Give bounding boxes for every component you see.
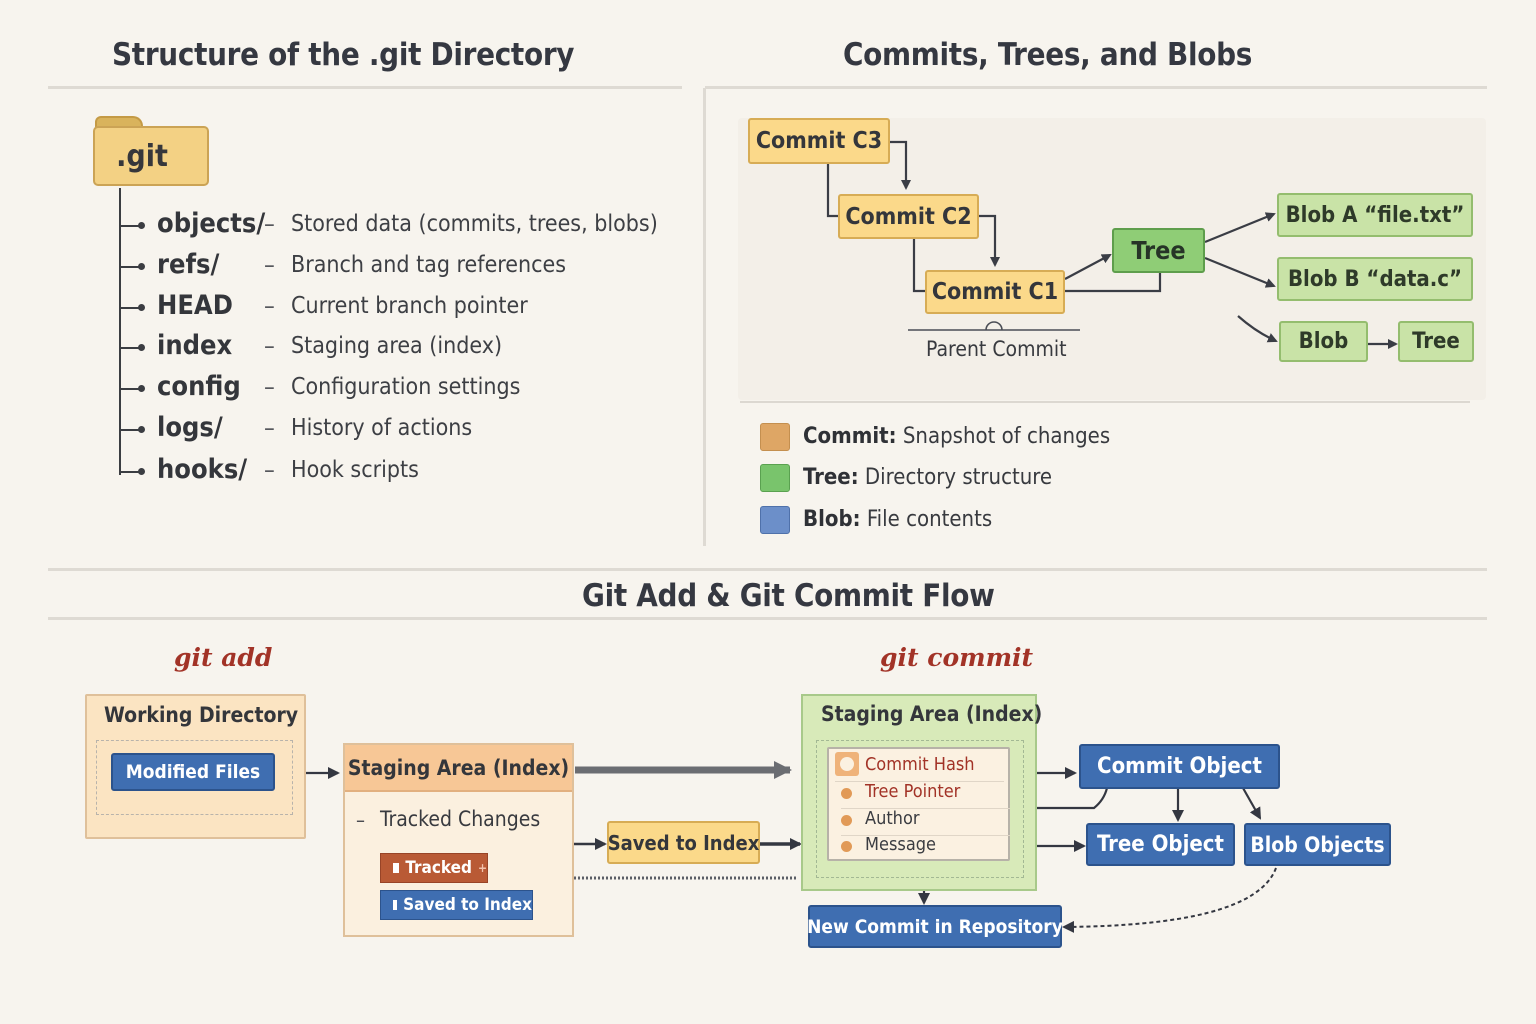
working-directory-title: Working Directory bbox=[104, 703, 299, 727]
git-folder-icon: .git bbox=[93, 116, 209, 186]
tree-entry-name: index bbox=[157, 330, 233, 361]
tree-entry-name: config bbox=[157, 371, 241, 402]
commit-c2-box: Commit C2 bbox=[838, 194, 979, 239]
objects-title: Commits, Trees, and Blobs bbox=[843, 37, 1253, 73]
staging-area-right-title: Staging Area (Index) bbox=[821, 702, 1043, 726]
working-directory-dashed bbox=[96, 740, 293, 815]
tree-box: Tree bbox=[1112, 228, 1205, 273]
commit-object-box: Commit Object bbox=[1079, 744, 1280, 789]
tree-entry-desc: Configuration settings bbox=[291, 374, 521, 400]
tree-entry-desc: Current branch pointer bbox=[291, 293, 528, 319]
hash-inner-icon bbox=[840, 757, 854, 771]
blob-swatch bbox=[760, 506, 790, 534]
tree-entry-name: logs/ bbox=[157, 412, 223, 443]
tree-trunk bbox=[119, 188, 121, 475]
commit-swatch bbox=[760, 423, 790, 451]
tracked-tag: Tracked+ bbox=[380, 853, 488, 883]
commit-details-card: Commit Hash Tree Pointer Author Message bbox=[827, 747, 1010, 861]
tree-entry-desc: Stored data (commits, trees, blobs) bbox=[291, 211, 658, 237]
tree-entry-desc: Branch and tag references bbox=[291, 252, 567, 278]
author-row: Author bbox=[841, 808, 1010, 836]
flow-top-divider bbox=[48, 568, 1487, 571]
message-row: Message bbox=[841, 834, 1010, 861]
saved-to-index-box: Saved to Index bbox=[607, 821, 760, 864]
objects-connectors bbox=[740, 140, 1470, 403]
saved-tag: Saved to Index bbox=[380, 890, 533, 920]
square-icon bbox=[393, 900, 398, 910]
flow-title-divider bbox=[48, 617, 1487, 620]
vertical-divider bbox=[703, 88, 706, 546]
tree-entry-desc: History of actions bbox=[291, 415, 473, 441]
blob-a-box: Blob A “file.txt” bbox=[1277, 193, 1473, 237]
tree-object-box: Tree Object bbox=[1086, 823, 1235, 866]
bullet-icon bbox=[841, 841, 852, 852]
top-right-divider bbox=[705, 86, 1487, 89]
tree-entry-desc: Hook scripts bbox=[291, 457, 419, 483]
new-commit-box: New Commit in Repository bbox=[807, 905, 1063, 948]
commit-hash-row: Commit Hash bbox=[835, 752, 1004, 782]
git-dir-title: Structure of the .git Directory bbox=[112, 37, 575, 73]
legend-blob: Blob: File contents bbox=[803, 507, 993, 532]
blob-objects-box: Blob Objects bbox=[1244, 823, 1391, 866]
blob-box: Blob bbox=[1279, 321, 1368, 362]
commit-c3-box: Commit C3 bbox=[748, 118, 890, 164]
tree-pointer-row: Tree Pointer bbox=[841, 781, 1010, 809]
blob-b-box: Blob B “data.c” bbox=[1277, 257, 1473, 301]
top-left-divider bbox=[48, 86, 682, 89]
tree-entry-name: hooks/ bbox=[157, 454, 248, 485]
staging-dashed-frame bbox=[816, 740, 1024, 878]
flow-title: Git Add & Git Commit Flow bbox=[582, 578, 995, 614]
tree-entry-name: objects/ bbox=[157, 208, 266, 239]
legend-commit: Commit: Snapshot of changes bbox=[803, 424, 1111, 449]
tree-entry-desc: Staging area (index) bbox=[291, 333, 503, 359]
parent-commit-label: Parent Commit bbox=[926, 337, 1067, 361]
tree-swatch bbox=[760, 464, 790, 492]
modified-files-button[interactable]: Modified Files bbox=[111, 753, 275, 791]
tracked-changes-label: Tracked Changes bbox=[380, 807, 541, 831]
tree-entry-name: refs/ bbox=[157, 249, 220, 280]
tracked-changes-dash: – bbox=[356, 808, 365, 832]
staging-area-left-header: Staging Area (Index) bbox=[345, 745, 572, 792]
tree-small-box: Tree bbox=[1398, 321, 1474, 362]
git-add-label: git add bbox=[174, 643, 273, 672]
git-folder-label: .git bbox=[116, 138, 168, 174]
git-commit-label: git commit bbox=[880, 643, 1034, 672]
commit-c1-box: Commit C1 bbox=[925, 270, 1065, 314]
legend-tree: Tree: Directory structure bbox=[803, 465, 1053, 490]
square-icon bbox=[393, 863, 400, 873]
bullet-icon bbox=[841, 815, 852, 826]
tree-entry-name: HEAD bbox=[157, 290, 233, 321]
bullet-icon bbox=[841, 788, 852, 799]
